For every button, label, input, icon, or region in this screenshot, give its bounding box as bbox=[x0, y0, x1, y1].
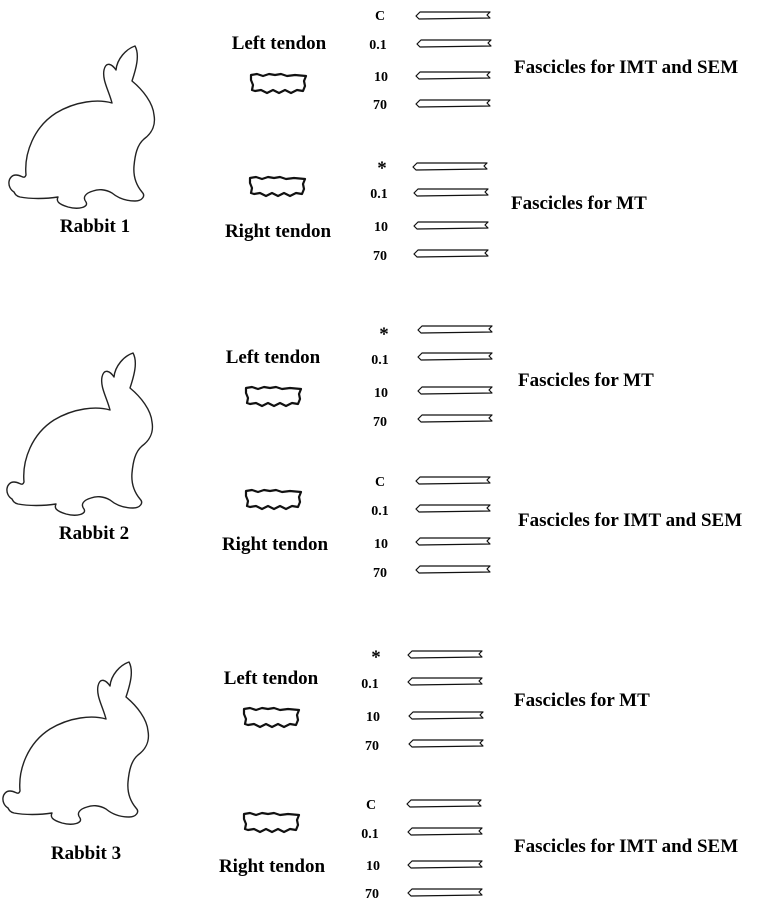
rabbit-3-right-fascicle-4 bbox=[407, 888, 483, 897]
rabbit-3-left-fascicle-1 bbox=[407, 650, 483, 659]
rabbit-3-right-fascicle-label-10: 10 bbox=[366, 859, 380, 874]
rabbit-1-right-tendon bbox=[248, 175, 307, 198]
rabbit-1-right-fascicle-use: Fascicles for MT bbox=[511, 193, 647, 214]
rabbit-3-left-fascicle-3 bbox=[408, 711, 484, 720]
rabbit-2-right-tendon bbox=[244, 488, 303, 511]
rabbit-1-right-tendon-label: Right tendon bbox=[225, 221, 332, 242]
rabbit-1-left-fascicle-4 bbox=[415, 99, 491, 108]
rabbit-2-right-fascicle-label-10: 10 bbox=[374, 537, 388, 552]
rabbit-3-right-fascicle-use: Fascicles for IMT and SEM bbox=[514, 836, 738, 857]
rabbit-3-left-fascicle-2 bbox=[407, 677, 483, 686]
rabbit-1-left-fascicle-1 bbox=[415, 11, 491, 20]
rabbit-3-left-tendon-label: Left tendon bbox=[224, 668, 319, 689]
rabbit-3-left-fascicle-label-70: 70 bbox=[365, 739, 379, 754]
rabbit-1-left-tendon bbox=[249, 72, 308, 95]
rabbit-3-left-fascicle-label-10: 10 bbox=[366, 710, 380, 725]
rabbit-2-left-fascicle-label-10: 10 bbox=[374, 386, 388, 401]
rabbit-2-right-tendon-label: Right tendon bbox=[222, 534, 329, 555]
rabbit-1-left-tendon-label: Left tendon bbox=[232, 33, 327, 54]
rabbit-1-label: Rabbit 1 bbox=[60, 216, 130, 237]
rabbit-1-right-fascicle-label-10: 10 bbox=[374, 220, 388, 235]
rabbit-3-label: Rabbit 3 bbox=[51, 843, 121, 864]
rabbit-3-silhouette bbox=[2, 661, 150, 825]
rabbit-3-left-fascicle-label-0-1: 0.1 bbox=[361, 677, 379, 692]
rabbit-1-left-fascicle-label-0-1: 0.1 bbox=[369, 38, 387, 53]
rabbit-3-left-fascicle-use: Fascicles for MT bbox=[514, 690, 650, 711]
rabbit-2-left-fascicle-1 bbox=[417, 325, 493, 334]
rabbit-1-right-fascicle-1 bbox=[412, 162, 488, 171]
rabbit-2-left-tendon bbox=[244, 385, 303, 408]
rabbit-2-left-fascicle-2 bbox=[417, 352, 493, 361]
rabbit-1-left-fascicle-use: Fascicles for IMT and SEM bbox=[514, 57, 738, 78]
rabbit-1-left-fascicle-label-c: C bbox=[375, 9, 385, 24]
rabbit-2-right-fascicle-label-0-1: 0.1 bbox=[371, 504, 389, 519]
rabbit-3-right-fascicle-label-70: 70 bbox=[365, 887, 379, 902]
rabbit-2-left-fascicle-4 bbox=[417, 414, 493, 423]
rabbit-2-right-fascicle-use: Fascicles for IMT and SEM bbox=[518, 510, 742, 531]
rabbit-2-left-fascicle-label-star: * bbox=[379, 324, 389, 345]
rabbit-3-right-fascicle-1 bbox=[406, 799, 482, 808]
rabbit-3-right-tendon-label: Right tendon bbox=[219, 856, 326, 877]
rabbit-1-left-fascicle-3 bbox=[415, 71, 491, 80]
rabbit-1-left-fascicle-label-70: 70 bbox=[373, 98, 387, 113]
rabbit-2-left-fascicle-label-70: 70 bbox=[373, 415, 387, 430]
rabbit-1-right-fascicle-4 bbox=[413, 249, 489, 258]
rabbit-2-left-fascicle-use: Fascicles for MT bbox=[518, 370, 654, 391]
rabbit-1-right-fascicle-3 bbox=[413, 221, 489, 230]
rabbit-2-silhouette bbox=[6, 352, 154, 516]
rabbit-2-right-fascicle-label-70: 70 bbox=[373, 566, 387, 581]
rabbit-3-left-fascicle-label-star: * bbox=[371, 647, 381, 668]
rabbit-3-left-fascicle-4 bbox=[408, 739, 484, 748]
rabbit-1-right-fascicle-label-star: * bbox=[377, 158, 387, 179]
rabbit-3-left-tendon bbox=[242, 706, 301, 729]
rabbit-2-left-tendon-label: Left tendon bbox=[226, 347, 321, 368]
rabbit-3-right-fascicle-2 bbox=[407, 827, 483, 836]
rabbit-1-left-fascicle-2 bbox=[416, 39, 492, 48]
rabbit-1-silhouette bbox=[8, 45, 156, 209]
rabbit-2-right-fascicle-2 bbox=[415, 504, 491, 513]
rabbit-1-left-fascicle-label-10: 10 bbox=[374, 70, 388, 85]
rabbit-1-right-fascicle-label-0-1: 0.1 bbox=[370, 187, 388, 202]
rabbit-2-right-fascicle-3 bbox=[415, 537, 491, 546]
rabbit-2-right-fascicle-label-c: C bbox=[375, 475, 385, 490]
rabbit-2-label: Rabbit 2 bbox=[59, 523, 129, 544]
rabbit-2-right-fascicle-4 bbox=[415, 565, 491, 574]
rabbit-1-right-fascicle-label-70: 70 bbox=[373, 249, 387, 264]
rabbit-3-right-fascicle-3 bbox=[407, 860, 483, 869]
rabbit-3-right-tendon bbox=[242, 811, 301, 834]
rabbit-2-left-fascicle-label-0-1: 0.1 bbox=[371, 353, 389, 368]
rabbit-3-right-fascicle-label-0-1: 0.1 bbox=[361, 827, 379, 842]
rabbit-1-right-fascicle-2 bbox=[413, 188, 489, 197]
rabbit-3-right-fascicle-label-c: C bbox=[366, 798, 376, 813]
rabbit-2-right-fascicle-1 bbox=[415, 476, 491, 485]
rabbit-2-left-fascicle-3 bbox=[417, 386, 493, 395]
